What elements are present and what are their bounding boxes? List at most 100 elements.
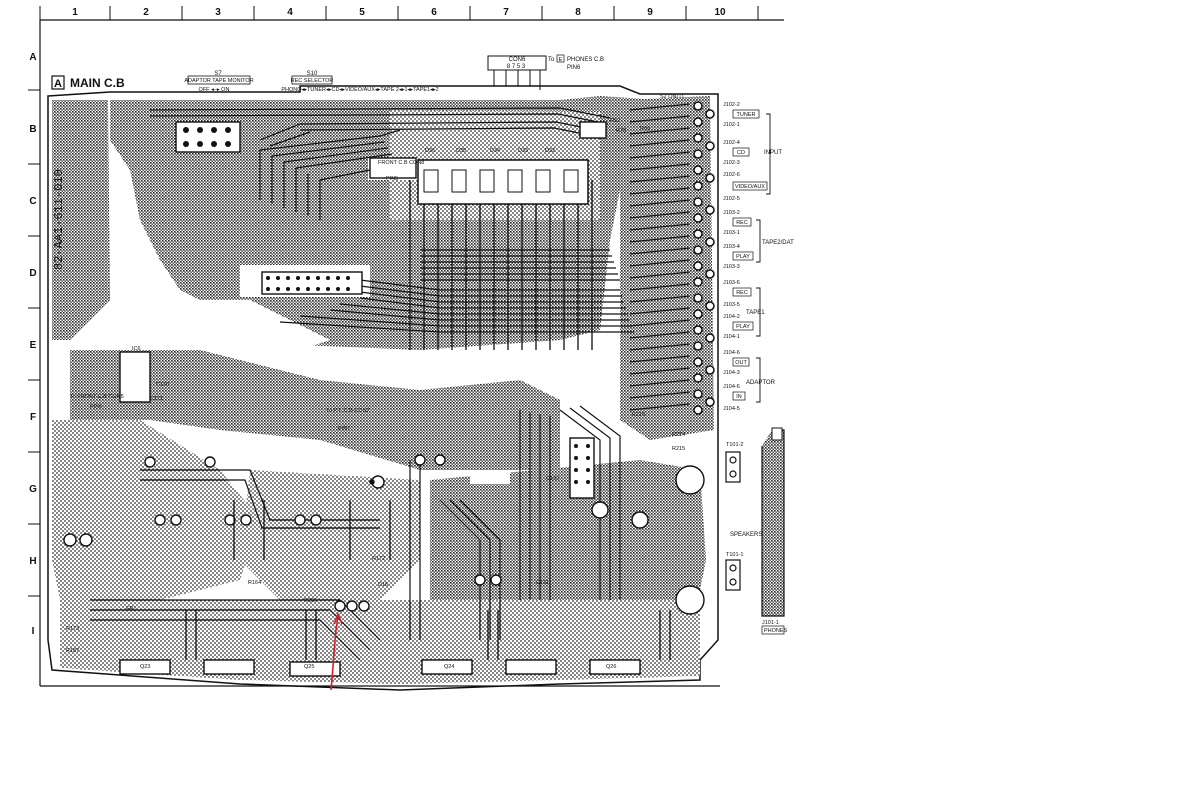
jack-6-bottom: J104-1 <box>723 334 740 340</box>
jack-8-top: J104-6 <box>723 384 740 390</box>
r172-label: R172 <box>372 556 385 562</box>
s10-ref: S10 <box>307 71 318 77</box>
jack-5-top: J103-6 <box>723 280 740 286</box>
jack-3-bottom: J103-1 <box>723 230 740 236</box>
column-label-8: 8 <box>575 7 581 18</box>
board-part-code: 82-AA1-611-010 <box>52 169 66 270</box>
con6-note-badge: E <box>559 57 563 63</box>
r173-label: R173 <box>66 626 79 632</box>
resistor-banks <box>185 500 671 660</box>
jack-5-box <box>732 287 752 297</box>
column-label-6: 6 <box>431 7 437 18</box>
group-tape2dat-label: TAPE2/DAT <box>762 240 794 246</box>
jack-1-bottom: J102-3 <box>723 160 740 166</box>
jack-1-top: J102-4 <box>723 140 740 146</box>
con6-note-badge-box <box>556 54 565 63</box>
group-adaptor-label: ADAPTOR <box>746 380 776 386</box>
r216-label: R216 <box>632 412 645 418</box>
phones-label: PHONES <box>764 628 788 634</box>
r206-label: R206 <box>304 598 317 604</box>
trace-bundle-middle <box>279 249 634 333</box>
jack-7-name: OUT <box>735 360 747 366</box>
adjacent-board-c <box>761 427 785 617</box>
diode-row <box>423 169 579 193</box>
jack-2-box <box>732 181 768 191</box>
row-label-a: A <box>29 52 36 63</box>
con6-note: PHONES C.B <box>567 57 604 63</box>
con6-note-prefix: To <box>548 57 555 63</box>
jack-3-box <box>732 217 752 227</box>
row-label-f: F <box>30 412 36 423</box>
s7-positions: OFF ◂–▸ ON <box>199 87 230 93</box>
s10-name: REC SELECTOR <box>291 78 334 84</box>
jack-3-top: J103-2 <box>723 210 740 216</box>
board-outline <box>47 85 719 691</box>
jack-2-bottom: J102-5 <box>723 196 740 202</box>
r215-label: R215 <box>672 446 685 452</box>
c132-label: C132 <box>546 476 559 482</box>
r164-label: R164 <box>248 580 261 586</box>
r187-label: R187 <box>66 648 79 654</box>
r214-label: R214 <box>672 432 685 438</box>
row-label-e: E <box>30 340 37 351</box>
grid-frame <box>39 19 784 687</box>
con6-pins: 8 7 5 3 <box>507 64 526 70</box>
r70-label: R70 <box>616 128 626 134</box>
con6-name: CON6 <box>509 57 526 63</box>
power-transistors <box>119 659 641 677</box>
group-tape1-label: TAPE1 <box>746 310 765 316</box>
s7-ref: S7 <box>214 71 222 77</box>
con6-note2: PIN6 <box>567 65 581 71</box>
speaker-terminals <box>725 451 741 591</box>
t101-1-label: T101-1 <box>726 552 743 558</box>
pin6-label: PIN6 <box>90 404 102 410</box>
jack-6-box <box>732 321 754 331</box>
jack-4-top: J103-4 <box>723 244 740 250</box>
jack-8-box <box>732 391 746 401</box>
ic6-label: IC6 <box>132 346 141 352</box>
jack-4-box <box>732 251 754 261</box>
jack-5-name: REC <box>736 290 748 296</box>
jack-6-name: PLAY <box>736 324 750 330</box>
row-label-h: H <box>29 556 36 567</box>
r69-label: R69 <box>640 126 650 132</box>
fr1-label: FR1 <box>126 606 136 612</box>
jack-1-box <box>732 147 750 157</box>
c171-label: C171 <box>150 396 163 402</box>
jack-2-top: J102-6 <box>723 172 740 178</box>
s7-name: ADAPTOR TAPE MONITOR <box>184 78 253 84</box>
front-con8-label: FRONT C.B CON8 <box>378 160 424 166</box>
jack-2-name: VIDEO/AUX <box>735 184 765 190</box>
jack-pads <box>693 101 715 415</box>
jack-8-name: IN <box>736 394 742 400</box>
s10-positions: PHONO◂▸TUNER◂▸CD◂▸VIDEO/AUX◂▸TAPE 2◂▸1◂▸… <box>281 87 438 93</box>
copper-fill-areas <box>52 96 714 684</box>
front-con5-label: To FRONT C.B CON5 <box>70 394 124 400</box>
row-label-g: G <box>29 484 37 495</box>
row-label-i: I <box>32 626 35 637</box>
con6-leads <box>493 70 541 90</box>
board-title: MAIN C.B <box>70 76 125 90</box>
column-label-2: 2 <box>143 7 149 18</box>
jack-8-bottom: J104-5 <box>723 406 740 412</box>
q25-label: Q25 <box>304 664 314 670</box>
jack-1-name: CD <box>737 150 745 156</box>
q23-label: Q23 <box>140 664 150 670</box>
c170-label: C170 <box>156 382 169 388</box>
jack-3-name: REC <box>736 220 748 226</box>
r52-label: R52 <box>610 118 620 124</box>
pin5-label: PIN5 <box>386 176 398 182</box>
jack-0-bottom: J102-1 <box>723 122 740 128</box>
column-label-9: 9 <box>647 7 653 18</box>
phones-box <box>761 625 785 635</box>
jack-6-top: J104-2 <box>723 314 740 320</box>
red-marker-arrowhead <box>333 611 343 625</box>
component-pads <box>63 454 705 615</box>
speakers-label: SPEAKERS <box>730 532 762 538</box>
d33-label: D33 <box>518 148 528 154</box>
d36-label: D36 <box>425 148 435 154</box>
jack-0-name: TUNER <box>737 112 756 118</box>
jack-4-bottom: J103-3 <box>723 264 740 270</box>
